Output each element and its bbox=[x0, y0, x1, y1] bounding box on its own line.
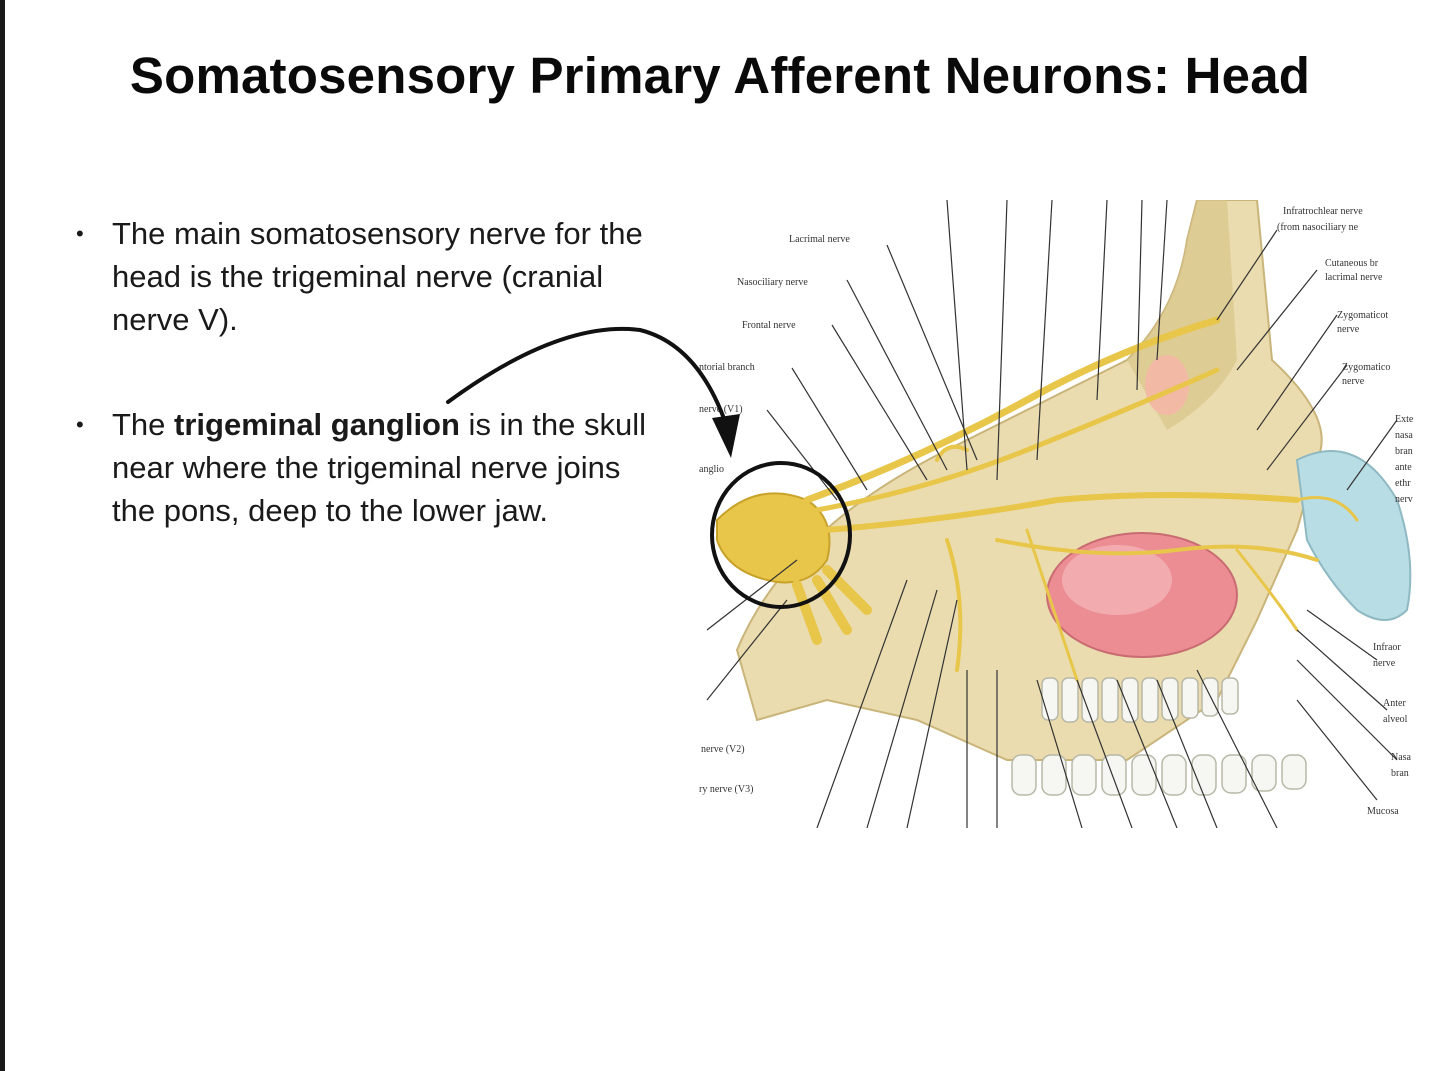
label-anterior-alveolar: Anter bbox=[1383, 698, 1406, 709]
label-maxillary-nerve: nerve (V2) bbox=[701, 744, 745, 755]
slide-title: Somatosensory Primary Afferent Neurons: … bbox=[129, 47, 1311, 104]
bullet-item: • The main somatosensory nerve for the h… bbox=[72, 212, 672, 341]
bullet-bold-term: trigeminal ganglion bbox=[174, 407, 460, 442]
bullet-text: The main somatosensory nerve for the hea… bbox=[112, 216, 643, 337]
label-external-nasal-3: bran bbox=[1395, 446, 1413, 457]
label-ganglion: anglio bbox=[699, 464, 724, 475]
label-zygomaticotemporal: Zygomaticot bbox=[1337, 310, 1388, 321]
bullet-dot: • bbox=[76, 221, 84, 246]
label-infratrochlear-note: (from nasociliary ne bbox=[1277, 222, 1359, 233]
label-frontal-nerve: Frontal nerve bbox=[742, 320, 796, 331]
label-nasociliary-nerve: Nasociliary nerve bbox=[737, 277, 808, 288]
nerve-branches bbox=[803, 316, 1359, 682]
lower-teeth bbox=[1011, 754, 1307, 796]
label-external-nasal-6: nerv bbox=[1395, 494, 1413, 505]
label-infraorbital-2: nerve bbox=[1373, 658, 1396, 669]
sinus-highlight bbox=[1062, 545, 1172, 615]
label-tentorial-branch: ntorial branch bbox=[699, 362, 755, 373]
nose-cartilage bbox=[1295, 450, 1412, 621]
label-cutaneous-branch-2: lacrimal nerve bbox=[1325, 272, 1383, 283]
lacrimal-gland bbox=[1145, 355, 1189, 415]
label-ophthalmic-nerve: nerve (V1) bbox=[699, 404, 743, 415]
label-external-nasal-5: ethr bbox=[1395, 478, 1411, 489]
bullet-text-start: The bbox=[112, 407, 175, 442]
label-mucosa: Mucosa bbox=[1367, 806, 1399, 817]
label-lacrimal-nerve: Lacrimal nerve bbox=[789, 234, 850, 245]
bullet-item: • The trigeminal ganglion is in the skul… bbox=[72, 403, 672, 532]
anatomy-illustration: Lacrimal nerve Nasociliary nerve Frontal… bbox=[697, 200, 1425, 828]
trigeminal-nerve-drawing: Lacrimal nerve Nasociliary nerve Frontal… bbox=[699, 200, 1414, 828]
label-infraorbital: Infraor bbox=[1373, 642, 1401, 653]
left-border bbox=[0, 0, 5, 1071]
label-zygomaticofacial-2: nerve bbox=[1342, 376, 1365, 387]
label-nasal-branch-2: bran bbox=[1391, 768, 1409, 779]
upper-teeth bbox=[1041, 677, 1239, 723]
label-infratrochlear-nerve: Infratrochlear nerve bbox=[1283, 206, 1363, 217]
label-external-nasal-1: Exte bbox=[1395, 414, 1414, 425]
skull-bone bbox=[735, 200, 1323, 761]
bullet-dot: • bbox=[76, 412, 84, 437]
label-external-nasal-2: nasa bbox=[1395, 430, 1413, 441]
bullet-list: • The main somatosensory nerve for the h… bbox=[72, 212, 672, 532]
label-zygomaticofacial: Zygomatico bbox=[1342, 362, 1390, 373]
label-external-nasal-4: ante bbox=[1395, 462, 1412, 473]
trigeminal-ganglion bbox=[716, 492, 831, 584]
label-cutaneous-branch: Cutaneous br bbox=[1325, 258, 1379, 269]
label-zygomaticotemporal-2: nerve bbox=[1337, 324, 1360, 335]
label-anterior-alveolar-2: alveol bbox=[1383, 714, 1408, 725]
label-nasal-branch: Nasa bbox=[1391, 752, 1412, 763]
label-mandibular-nerve: ry nerve (V3) bbox=[699, 784, 753, 795]
